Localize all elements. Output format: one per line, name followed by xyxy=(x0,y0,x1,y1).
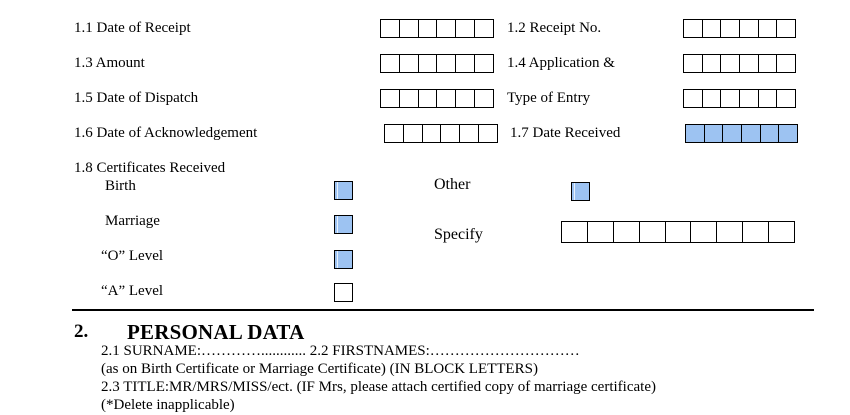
amount-label: 1.3 Amount xyxy=(74,55,145,71)
date-of-acknowledgement-boxes[interactable] xyxy=(384,124,498,143)
a-level-label: “A” Level xyxy=(101,283,164,299)
birth-checkbox[interactable] xyxy=(334,181,353,200)
certificates-received-label: 1.8 Certificates Received xyxy=(74,160,226,176)
o-level-label: “O” Level xyxy=(101,248,164,264)
a-level-checkbox[interactable] xyxy=(334,283,353,302)
receipt-no-boxes[interactable] xyxy=(683,19,796,38)
date-of-dispatch-label: 1.5 Date of Dispatch xyxy=(74,90,199,106)
amount-boxes[interactable] xyxy=(380,54,494,73)
receipt-no-label: 1.2 Receipt No. xyxy=(507,20,602,36)
date-of-acknowledgement-label: 1.6 Date of Acknowledgement xyxy=(74,125,258,141)
birth-label: Birth xyxy=(105,178,136,194)
block-letters-note: (as on Birth Certificate or Marriage Cer… xyxy=(101,361,538,377)
type-of-entry-boxes[interactable] xyxy=(683,89,796,108)
o-level-checkbox[interactable] xyxy=(334,250,353,269)
delete-inapplicable-note: (*Delete inapplicable) xyxy=(101,397,235,413)
date-of-receipt-boxes[interactable] xyxy=(380,19,494,38)
section-number: 2. xyxy=(74,321,89,342)
title-line: 2.3 TITLE:MR/MRS/MISS/ect. (IF Mrs, plea… xyxy=(101,379,656,395)
date-of-receipt-label: 1.1 Date of Receipt xyxy=(74,20,191,36)
date-of-dispatch-boxes[interactable] xyxy=(380,89,494,108)
other-checkbox[interactable] xyxy=(571,182,590,201)
specify-boxes[interactable] xyxy=(561,221,795,243)
marriage-checkbox[interactable] xyxy=(334,215,353,234)
section-divider xyxy=(72,309,814,311)
other-label: Other xyxy=(434,176,471,193)
application-boxes[interactable] xyxy=(683,54,796,73)
application-label: 1.4 Application & xyxy=(507,55,615,71)
section-title: PERSONAL DATA xyxy=(127,320,305,344)
marriage-label: Marriage xyxy=(105,213,160,229)
surname-firstnames-line: 2.1 SURNAME:…………............ 2.2 FIRSTNA… xyxy=(101,343,580,359)
type-of-entry-label: Type of Entry xyxy=(507,90,591,106)
date-received-label: 1.7 Date Received xyxy=(510,125,621,141)
date-received-boxes[interactable] xyxy=(685,124,798,143)
specify-label: Specify xyxy=(434,226,483,243)
